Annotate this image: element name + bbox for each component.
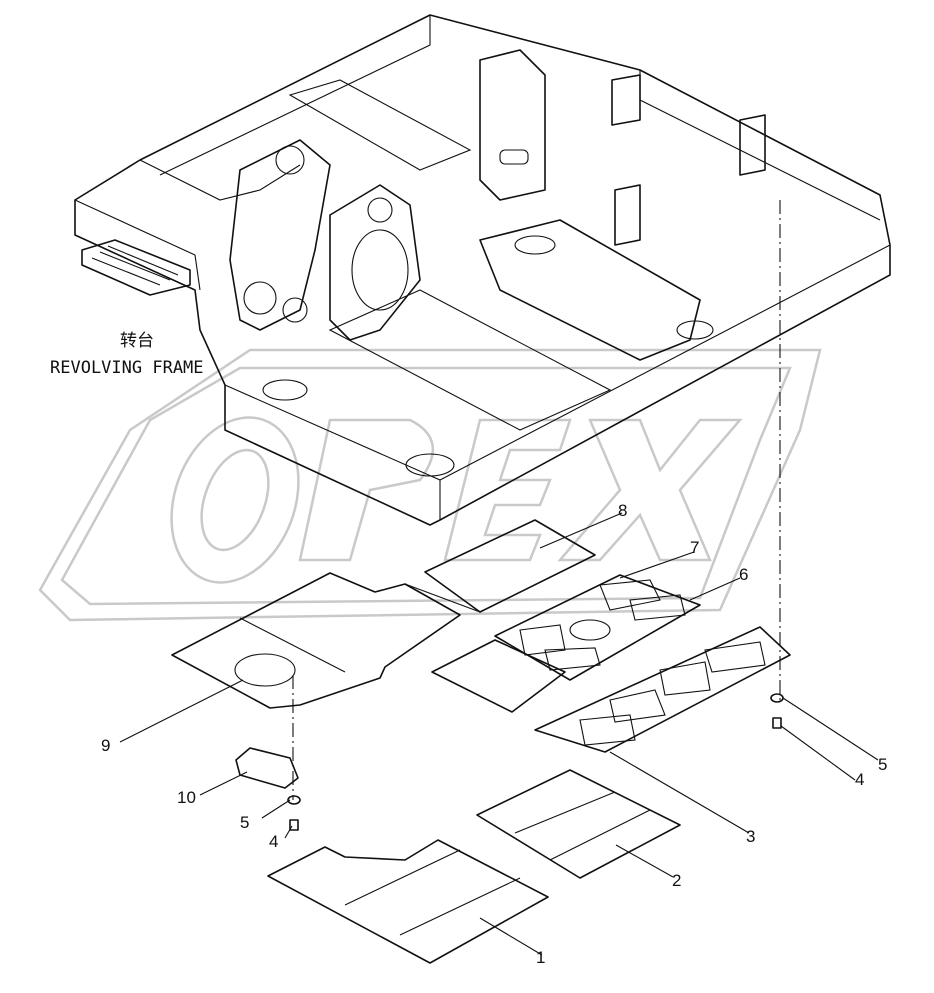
cover-plate-7 [431, 639, 566, 713]
callout-4-left: 4 [269, 832, 278, 851]
callout-2: 2 [672, 871, 681, 890]
cover-plate-8 [424, 519, 596, 613]
callout-5-right: 5 [878, 755, 887, 774]
cover-plate-10 [235, 747, 299, 789]
callout-5-left: 5 [240, 813, 249, 832]
bolt-4-right [772, 717, 782, 729]
revolving-frame [74, 14, 891, 700]
callout-6: 6 [739, 565, 748, 584]
bolt-4-left [289, 819, 299, 831]
frame-title-cn: 转台 [120, 331, 154, 351]
washer-5-left [287, 795, 301, 805]
frame-title-en: REVOLVING FRAME [50, 358, 204, 378]
callout-3: 3 [746, 827, 755, 846]
watermark-logo [38, 348, 822, 622]
callout-4-right: 4 [855, 770, 864, 789]
cover-plate-2 [476, 769, 681, 879]
callout-8: 8 [618, 501, 627, 520]
callout-10: 10 [177, 788, 196, 807]
cover-plate-1 [267, 839, 549, 964]
callout-1: 1 [536, 948, 545, 967]
perforated-plate-3 [534, 626, 791, 753]
callout-7: 7 [690, 538, 699, 557]
cover-plate-9 [171, 572, 481, 709]
callout-9: 9 [101, 736, 110, 755]
perforated-plate-6 [494, 574, 701, 681]
washer-5-right [770, 693, 784, 703]
